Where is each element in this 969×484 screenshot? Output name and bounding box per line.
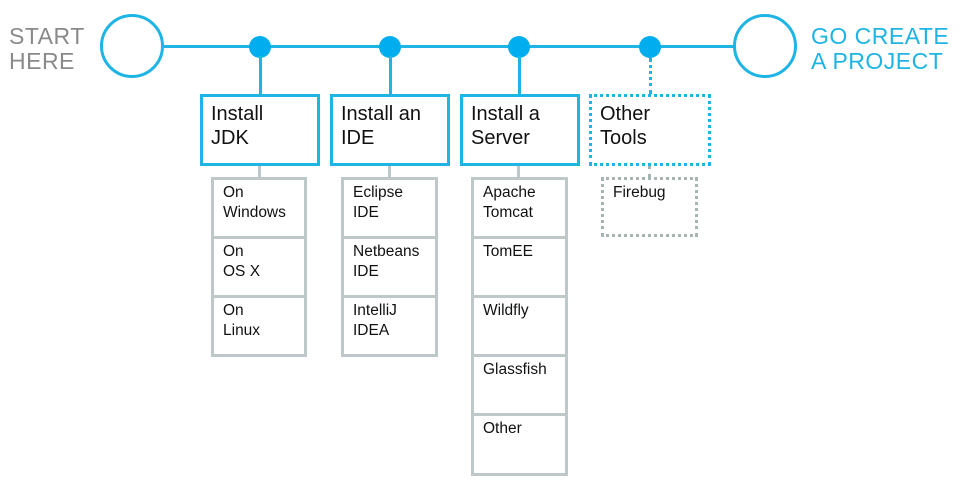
list-item[interactable]: Firebug [613,184,666,201]
list-item[interactable]: IntelliJ IDEA [344,298,435,357]
step-install-jdk: Install JDK [200,94,320,166]
step-dot-tools [639,36,661,58]
server-options-list: Apache Tomcat TomEE Wildfly Glassfish Ot… [471,177,568,476]
list-item[interactable]: Netbeans IDE [344,239,435,298]
list-item[interactable]: Glassfish [474,357,565,416]
connector-jdk [259,56,262,94]
connector-ide [389,56,392,94]
list-item[interactable]: On Linux [214,298,304,357]
start-label: START HERE [9,23,85,74]
timeline-line [164,45,736,48]
end-circle [733,14,797,78]
end-label: GO CREATE A PROJECT [811,23,950,74]
ide-options-list: Eclipse IDE Netbeans IDE IntelliJ IDEA [341,177,438,357]
jdk-options-list: On Windows On OS X On Linux [211,177,307,357]
connector-server [518,56,521,94]
list-item[interactable]: On OS X [214,239,304,298]
step-title: Install JDK [211,103,264,149]
start-circle [100,14,164,78]
list-item[interactable]: On Windows [214,180,304,239]
list-item[interactable]: TomEE [474,239,565,298]
sub-connector-ide [388,166,391,177]
connector-tools [649,58,652,94]
step-other-tools: Other Tools [589,94,711,166]
list-item[interactable]: Wildfly [474,298,565,357]
step-install-ide: Install an IDE [330,94,450,166]
step-title: Install an IDE [341,103,422,149]
list-item[interactable]: Apache Tomcat [474,180,565,239]
step-dot-server [508,36,530,58]
list-item[interactable]: Other [474,416,565,476]
sub-connector-tools [648,166,651,177]
sub-connector-jdk [258,166,261,177]
sub-connector-server [517,166,520,177]
tools-options-list: Firebug [601,177,698,237]
step-dot-jdk [249,36,271,58]
step-dot-ide [379,36,401,58]
step-title: Install a Server [471,103,540,149]
list-item[interactable]: Eclipse IDE [344,180,435,239]
step-install-server: Install a Server [460,94,580,166]
step-title: Other Tools [600,103,651,149]
